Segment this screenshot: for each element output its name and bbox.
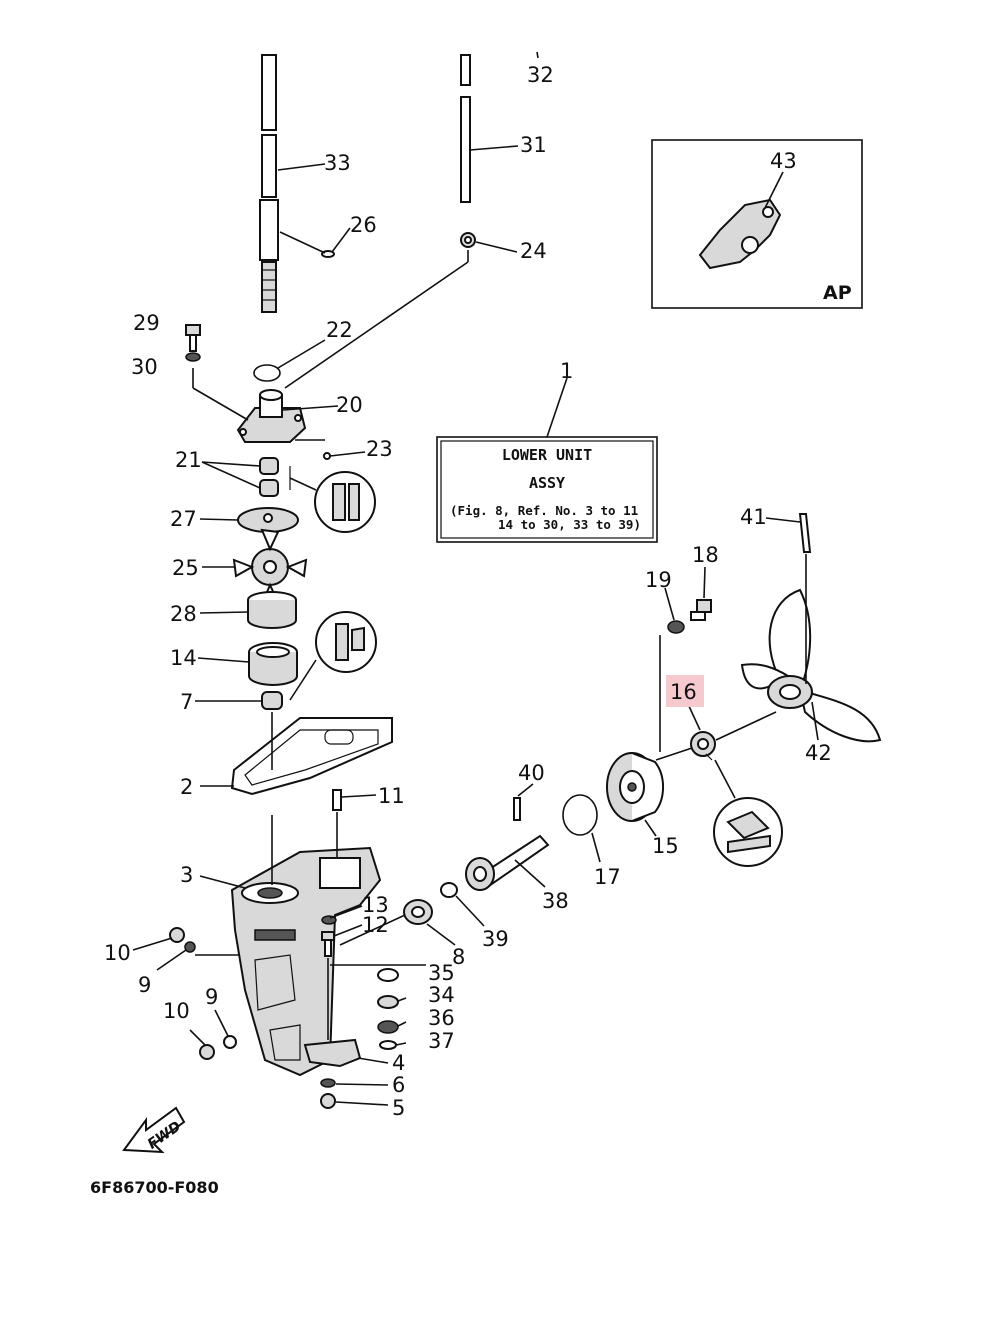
callout-5: 5 [392, 1096, 405, 1120]
bolt-part [199, 1035, 237, 1060]
fwd-arrow-icon [122, 1106, 186, 1154]
o-ring-part [253, 364, 281, 382]
callout-9a: 9 [138, 973, 151, 997]
callout-37: 37 [428, 1029, 455, 1053]
detail-circle [314, 471, 376, 533]
callout-10b: 10 [163, 999, 190, 1023]
callout-43: 43 [770, 149, 797, 173]
callout-30: 30 [131, 355, 158, 379]
shim-part [377, 1020, 399, 1034]
gasket-part [230, 717, 393, 796]
callout-41: 41 [740, 505, 767, 529]
callout-24: 24 [520, 239, 547, 263]
callout-27: 27 [170, 507, 197, 531]
pump-case-part [248, 642, 298, 686]
assy-ref-line-2: 14 to 30, 33 to 39) [498, 517, 641, 532]
callout-8: 8 [452, 945, 465, 969]
trim-tab-part [303, 1038, 362, 1068]
washer-part [185, 352, 201, 362]
propeller-shaft-part [465, 834, 550, 891]
bearing-housing-part [606, 752, 665, 822]
callout-4: 4 [392, 1051, 405, 1075]
shim-part [440, 882, 458, 898]
callout-9b: 9 [205, 985, 218, 1009]
callout-33: 33 [324, 151, 351, 175]
highlight-box [666, 675, 704, 707]
callout-31: 31 [520, 133, 547, 157]
lower-casing-part [230, 846, 382, 1077]
insert-cartridge-part [247, 591, 297, 629]
callout-16: 16 [670, 680, 697, 704]
shim-part [379, 1040, 397, 1050]
pump-housing-part [236, 389, 307, 443]
inset-part [698, 198, 782, 270]
callout-21: 21 [175, 448, 202, 472]
callout-13: 13 [362, 893, 389, 917]
detail-circle [315, 611, 377, 673]
callout-18: 18 [692, 543, 719, 567]
callout-6: 6 [392, 1073, 405, 1097]
inset-box [651, 139, 863, 309]
bolt-part [185, 324, 201, 352]
bearing-part [403, 899, 433, 925]
callout-32: 32 [527, 63, 554, 87]
assy-ref-line-1: (Fig. 8, Ref. No. 3 to 11 [450, 503, 638, 518]
callout-14: 14 [170, 646, 197, 670]
callout-labels: 32 31 33 26 24 43 AP 29 22 30 1 20 23 21… [104, 63, 852, 1120]
callout-12: 12 [362, 913, 389, 937]
bolt-part [169, 927, 196, 953]
insert-part [259, 457, 279, 475]
detail-circle [713, 797, 783, 867]
callout-26: 26 [350, 213, 377, 237]
propeller-part [740, 588, 882, 743]
pin-part [323, 452, 331, 460]
dowel-pin-part [332, 789, 342, 811]
callout-23: 23 [366, 437, 393, 461]
assy-title-line-2: ASSY [529, 474, 565, 492]
shim-part [377, 968, 399, 982]
washer-part [320, 1078, 336, 1088]
callout-3: 3 [180, 863, 193, 887]
callout-1: 1 [560, 359, 573, 383]
callout-11: 11 [378, 784, 405, 808]
o-ring-part [562, 794, 598, 836]
nut-part [320, 1093, 336, 1109]
shift-rod [460, 54, 476, 248]
inset-label: AP [823, 282, 852, 304]
pin-part [513, 797, 521, 821]
assy-title-line-1: LOWER UNIT [502, 446, 592, 464]
insert-part [259, 479, 279, 497]
callout-40: 40 [518, 761, 545, 785]
callout-22: 22 [326, 318, 353, 342]
washer-part [667, 620, 685, 634]
callout-28: 28 [170, 602, 197, 626]
callout-35: 35 [428, 961, 455, 985]
callout-10a: 10 [104, 941, 131, 965]
callout-2: 2 [180, 775, 193, 799]
leader-lines [132, 51, 819, 1106]
callout-34: 34 [428, 983, 455, 1007]
callout-25: 25 [172, 556, 199, 580]
callout-20: 20 [336, 393, 363, 417]
callout-29: 29 [133, 311, 160, 335]
seal-part [261, 691, 283, 710]
diagram-code: 6F86700-F080 [90, 1178, 219, 1197]
bolt-part [690, 599, 712, 621]
washer-part [321, 915, 337, 925]
callout-15: 15 [652, 834, 679, 858]
drive-shaft [259, 54, 279, 313]
callout-19: 19 [645, 568, 672, 592]
callout-36: 36 [428, 1006, 455, 1030]
cotter-pin-part [798, 513, 812, 553]
callout-7: 7 [180, 690, 193, 714]
callout-38: 38 [542, 889, 569, 913]
callout-39: 39 [482, 927, 509, 951]
shim-part [377, 995, 399, 1009]
callout-17: 17 [594, 865, 621, 889]
callout-42: 42 [805, 741, 832, 765]
